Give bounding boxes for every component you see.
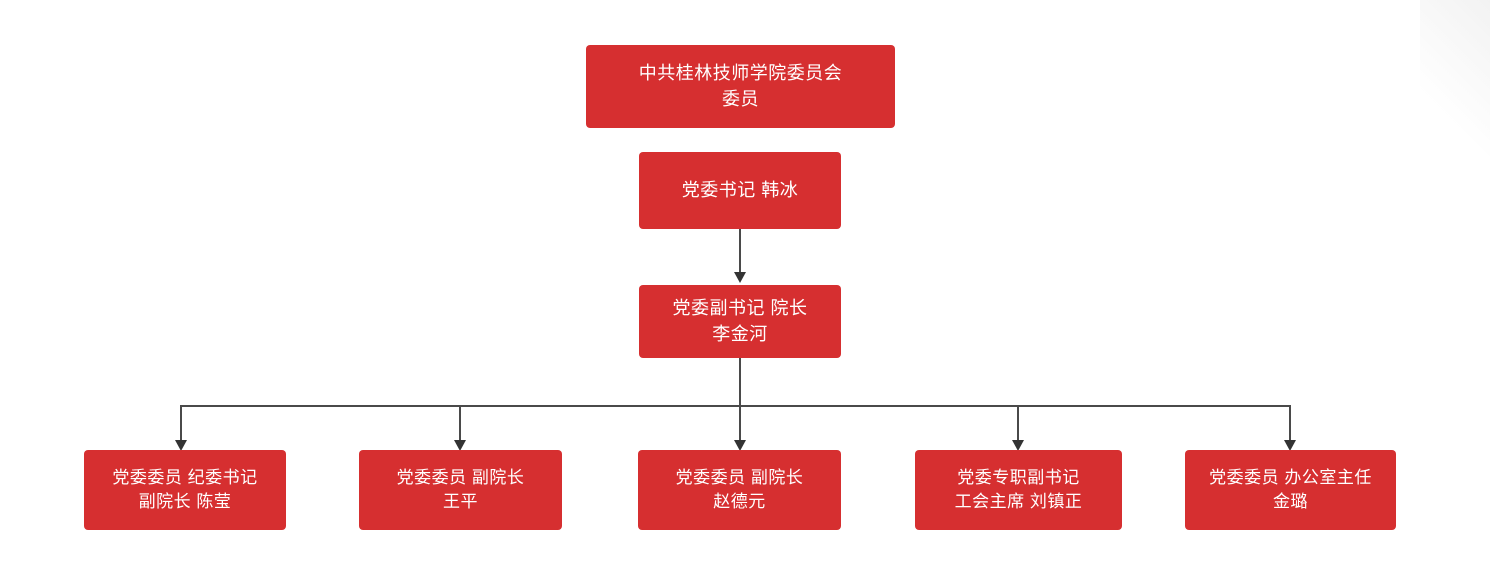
org-node-deputy-secretary-president[interactable]: 党委副书记 院长 李金河 [639,285,841,358]
org-node-member-vp-zhao[interactable]: 党委委员 副院长 赵德元 [638,450,841,530]
connector-drop-3 [739,405,741,441]
corner-gradient-wash [1420,0,1490,190]
org-node-full-time-deputy-secretary[interactable]: 党委专职副书记 工会主席 刘镇正 [915,450,1122,530]
arrowhead-drop-1-icon [175,440,187,451]
arrowhead-drop-2-icon [454,440,466,451]
org-node-member-discipline-label: 党委委员 纪委书记 副院长 陈莹 [112,467,258,511]
connector-drop-4 [1017,405,1019,441]
org-node-member-discipline[interactable]: 党委委员 纪委书记 副院长 陈莹 [84,450,286,530]
org-node-member-office-director-label: 党委委员 办公室主任 金璐 [1209,467,1372,511]
org-node-party-secretary-label: 党委书记 韩冰 [681,179,799,200]
connector-drop-2 [459,405,461,441]
org-node-member-office-director[interactable]: 党委委员 办公室主任 金璐 [1185,450,1396,530]
connector-drop-1 [180,405,182,441]
arrowhead-drop-3-icon [734,440,746,451]
org-node-deputy-secretary-president-label: 党委副书记 院长 李金河 [672,297,808,344]
org-node-member-vp-wang-label: 党委委员 副院长 王平 [396,467,525,511]
org-node-member-vp-wang[interactable]: 党委委员 副院长 王平 [359,450,562,530]
connector-drop-5 [1289,405,1291,441]
org-node-root[interactable]: 中共桂林技师学院委员会 委员 [586,45,895,128]
org-node-full-time-deputy-secretary-label: 党委专职副书记 工会主席 刘镇正 [954,467,1083,511]
arrowhead-drop-5-icon [1284,440,1296,451]
connector-president-stem [739,358,741,406]
org-node-party-secretary[interactable]: 党委书记 韩冰 [639,152,841,229]
connector-distribution-bar [180,405,1291,407]
arrowhead-secretary-to-president-icon [734,272,746,283]
org-node-root-label: 中共桂林技师学院委员会 委员 [638,62,843,109]
arrowhead-drop-4-icon [1012,440,1024,451]
org-node-member-vp-zhao-label: 党委委员 副院长 赵德元 [675,467,804,511]
connector-secretary-to-president [739,229,741,275]
